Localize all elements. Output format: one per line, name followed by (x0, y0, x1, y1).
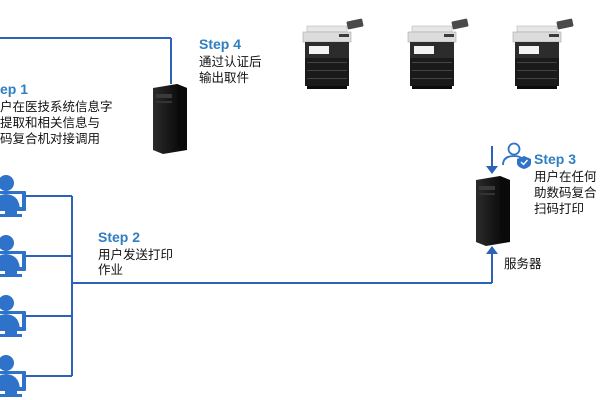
person-at-computer-icon (0, 355, 26, 397)
arrowhead-server-bottom (486, 246, 498, 254)
step2-line1: 用户发送打印 (98, 247, 173, 262)
step2-line2: 作业 (98, 262, 123, 277)
tower-server-icon (476, 176, 510, 246)
step1-title: ep 1 (0, 81, 28, 97)
person-at-computer-icon (0, 175, 26, 217)
step3-title: Step 3 (534, 151, 576, 167)
step3-line2: 助数码复合 (534, 185, 597, 200)
step1-line2: 提取和相关信息与 (0, 115, 100, 130)
arrowhead-server-top (486, 166, 498, 174)
person-at-computer-icon (0, 235, 26, 277)
step4-title: Step 4 (199, 36, 241, 52)
step1-line3: 码复合机对接调用 (0, 131, 100, 146)
step3-line3: 扫码打印 (534, 201, 584, 216)
printer-1 (302, 17, 365, 90)
person-at-computer-icon (0, 295, 26, 337)
multifunction-printer-icon (407, 17, 470, 90)
step2-title: Step 2 (98, 229, 140, 245)
workstation-2 (0, 235, 26, 277)
tower-server-main (476, 176, 510, 246)
printer-3 (512, 17, 575, 90)
workstation-1 (0, 175, 26, 217)
step4-line1: 通过认证后 (199, 54, 262, 69)
multifunction-printer-icon (302, 17, 365, 90)
step4-line2: 输出取件 (199, 70, 249, 85)
server-label: 服务器 (504, 256, 542, 271)
printer-2 (407, 17, 470, 90)
workstation-3 (0, 295, 26, 337)
tower-server-icon (153, 84, 187, 154)
workstation-4 (0, 355, 26, 397)
step1-line1: 户在医技系统信息字 (0, 99, 113, 114)
tower-server-top (153, 84, 187, 154)
step3-line1: 用户在任何 (534, 169, 597, 184)
user-authentication-icon (502, 142, 531, 169)
multifunction-printer-icon (512, 17, 575, 90)
